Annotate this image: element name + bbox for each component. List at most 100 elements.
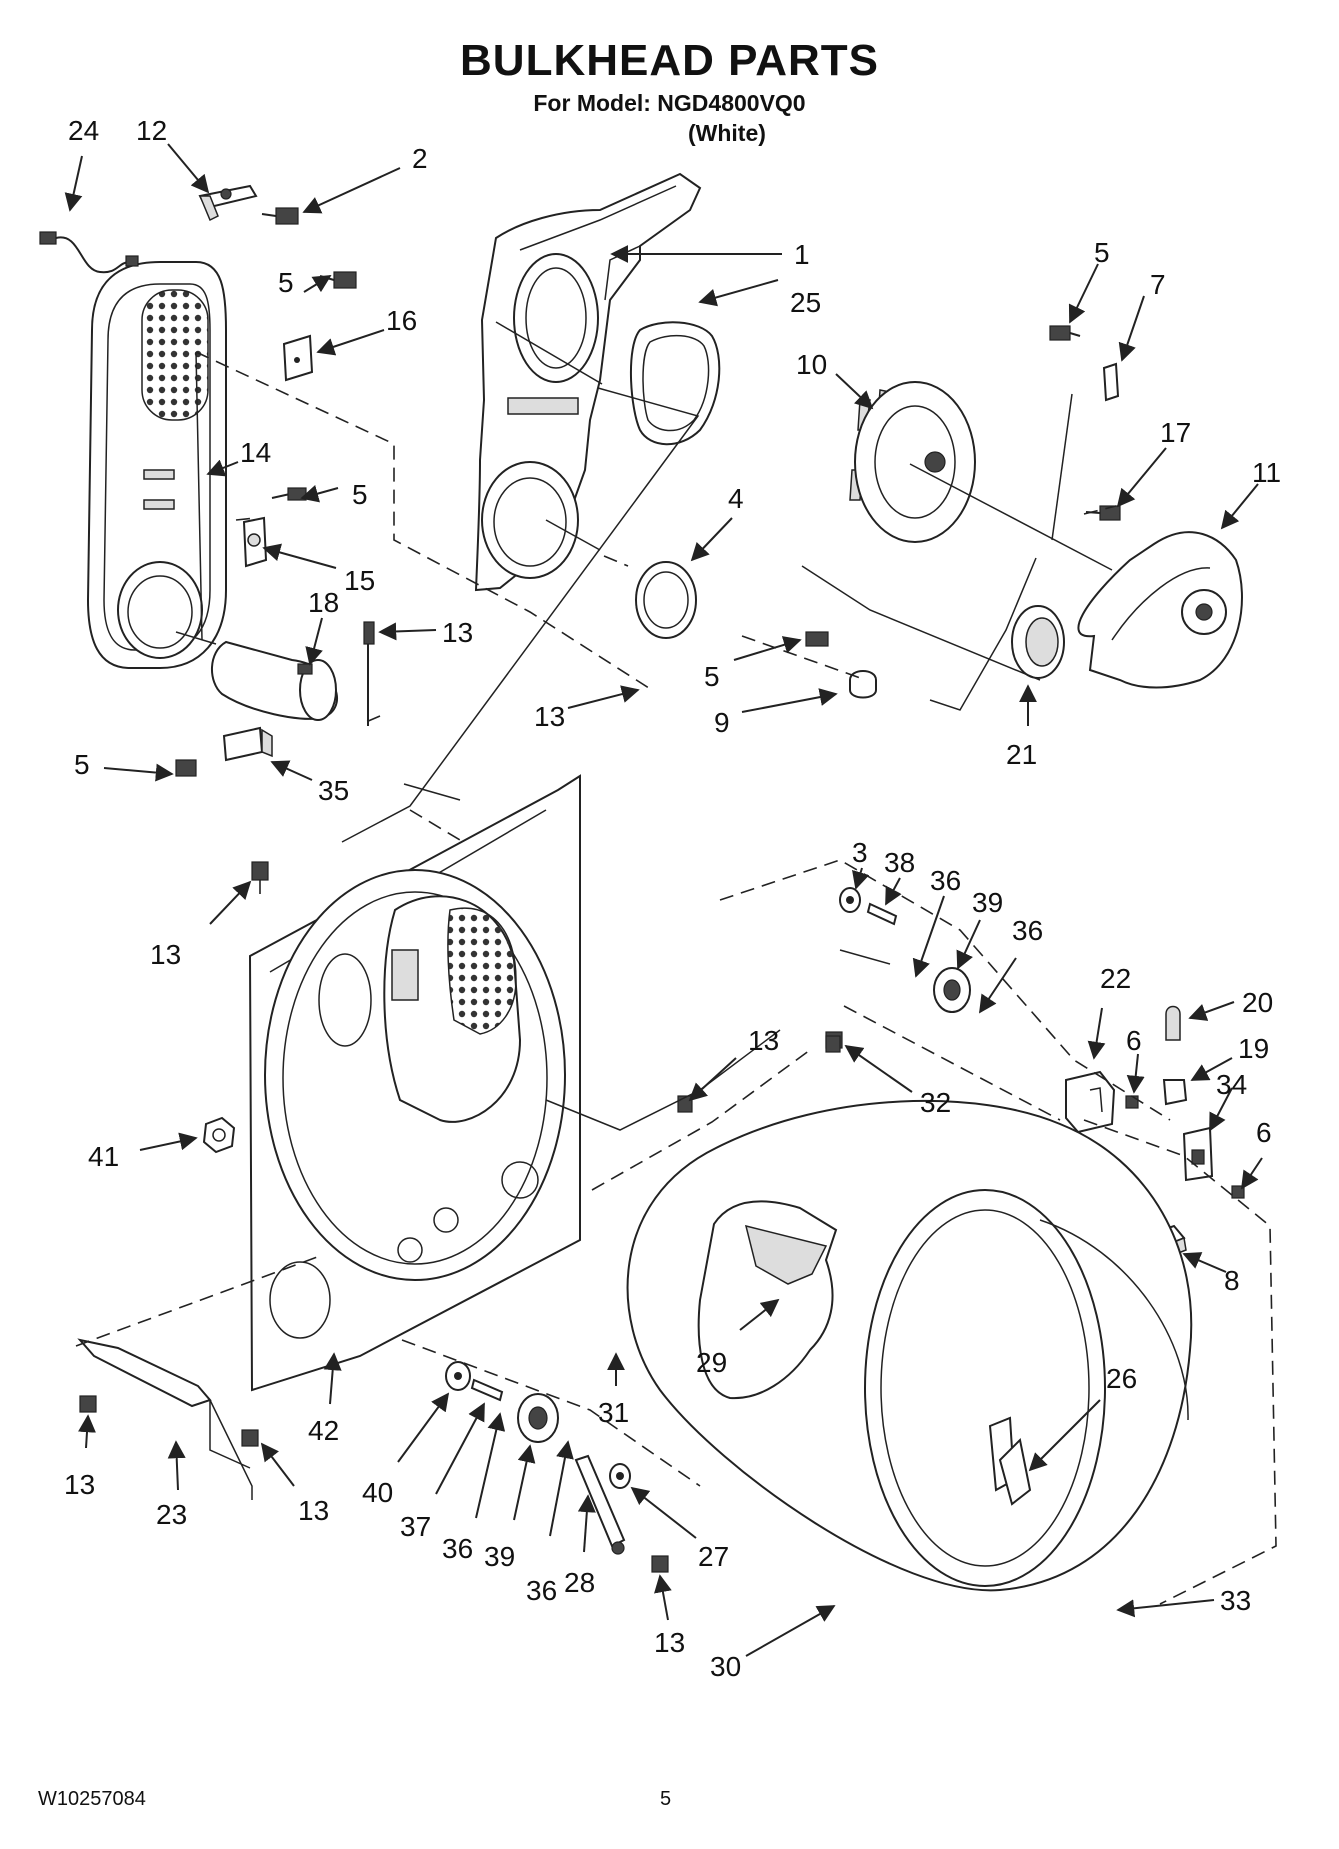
wire-harness-24-part xyxy=(39,231,139,274)
screw-6-part xyxy=(1125,1095,1139,1109)
shaft-38-part xyxy=(866,902,898,926)
callout-4: 4 xyxy=(728,483,744,514)
callout-13-d: 13 xyxy=(748,1025,779,1056)
callout-18: 18 xyxy=(308,587,339,618)
callout-39-b: 39 xyxy=(484,1541,515,1572)
callout-26: 26 xyxy=(1106,1363,1137,1394)
washer-3-part xyxy=(839,887,861,913)
alignment-dashed-lines xyxy=(75,351,1277,1605)
seal-25-part xyxy=(629,321,721,446)
screw-13-mid-part xyxy=(677,1095,693,1113)
callout-31: 31 xyxy=(598,1397,629,1428)
assembly-lines xyxy=(175,321,1113,1469)
callout-7: 7 xyxy=(1150,269,1166,300)
callout-9: 9 xyxy=(714,707,730,738)
page-title: BULKHEAD PARTS xyxy=(460,36,879,85)
callout-13-c: 13 xyxy=(150,939,181,970)
color-line: (White) xyxy=(688,120,766,146)
callout-13-a: 13 xyxy=(442,617,473,648)
document-number: W10257084 xyxy=(38,1788,146,1810)
thermostat-9-part xyxy=(805,631,877,699)
socket-19-part xyxy=(1162,1079,1188,1106)
callout-6-a: 6 xyxy=(1126,1025,1142,1056)
front-bulkhead-42-part xyxy=(248,774,581,1392)
callout-36-d: 36 xyxy=(526,1575,557,1606)
callout-41: 41 xyxy=(88,1141,119,1172)
screw-6b-part xyxy=(1231,1185,1245,1199)
callout-5-right: 5 xyxy=(1094,237,1110,268)
callout-5-top: 5 xyxy=(278,267,294,298)
callout-24: 24 xyxy=(68,115,99,146)
roller-39-bottom-part xyxy=(517,1393,559,1443)
callout-40: 40 xyxy=(362,1477,393,1508)
callout-23: 23 xyxy=(156,1499,187,1530)
roller-shaft-28-part xyxy=(574,1454,626,1555)
sensor-12-part xyxy=(198,184,258,222)
callout-15: 15 xyxy=(344,565,375,596)
callout-25: 25 xyxy=(790,287,821,318)
plate-34-part xyxy=(1182,1126,1214,1182)
blower-wheel-10-part xyxy=(849,381,976,543)
callout-34: 34 xyxy=(1216,1069,1247,1100)
nut-41-part xyxy=(202,1116,236,1154)
callout-42: 42 xyxy=(308,1415,339,1446)
callouts: 24 12 2 1 25 5 16 14 5 15 18 13 13 5 35 … xyxy=(64,115,1281,1682)
washer-27-part xyxy=(609,1463,631,1489)
bulkhead-1-part xyxy=(474,172,702,592)
page-number: 5 xyxy=(660,1788,672,1810)
callout-14: 14 xyxy=(240,437,271,468)
panel-14-part xyxy=(86,261,227,669)
callout-37: 37 xyxy=(400,1511,431,1542)
blower-housing-11-part xyxy=(1077,531,1243,689)
callout-21: 21 xyxy=(1006,739,1037,770)
callout-36-a: 36 xyxy=(930,865,961,896)
seal-4-part xyxy=(635,561,697,639)
screw-17-part xyxy=(1085,505,1121,521)
callout-5-mid: 5 xyxy=(352,479,368,510)
callout-27: 27 xyxy=(698,1541,729,1572)
callout-10: 10 xyxy=(796,349,827,380)
shaft-37-part xyxy=(470,1378,504,1402)
callout-12: 12 xyxy=(136,115,167,146)
switch-35-part xyxy=(175,726,273,777)
callout-5-lower: 5 xyxy=(704,661,720,692)
callout-3: 3 xyxy=(852,837,868,868)
drum-30-part xyxy=(626,1099,1193,1592)
duct-18-part xyxy=(210,621,375,726)
callout-28: 28 xyxy=(564,1567,595,1598)
clip-15-part xyxy=(242,487,307,568)
bracket-23-part xyxy=(77,1338,259,1500)
roller-39-top-part xyxy=(933,967,971,1013)
callout-36-b: 36 xyxy=(1012,915,1043,946)
screw-2-part xyxy=(261,207,299,225)
model-line: For Model: NGD4800VQ0 xyxy=(533,90,806,116)
callout-13-e: 13 xyxy=(64,1469,95,1500)
callout-38: 38 xyxy=(884,847,915,878)
callout-5-left: 5 xyxy=(74,749,90,780)
callout-13-b: 13 xyxy=(534,701,565,732)
callout-11: 11 xyxy=(1252,457,1281,488)
callout-30: 30 xyxy=(710,1651,741,1682)
callout-2: 2 xyxy=(412,143,428,174)
callout-16: 16 xyxy=(386,305,417,336)
callout-13-f: 13 xyxy=(298,1495,329,1526)
callout-39-a: 39 xyxy=(972,887,1003,918)
callout-35: 35 xyxy=(318,775,349,806)
lamp-20-part xyxy=(1165,1005,1181,1041)
callout-32: 32 xyxy=(920,1087,951,1118)
baffle-26-part xyxy=(998,1437,1032,1506)
callout-6-b: 6 xyxy=(1256,1117,1272,1148)
callout-19: 19 xyxy=(1238,1033,1269,1064)
bracket-22-part xyxy=(1065,1070,1116,1134)
callout-29: 29 xyxy=(696,1347,727,1378)
callout-20: 20 xyxy=(1242,987,1273,1018)
screw-13-bottom-part xyxy=(651,1555,669,1573)
callout-8: 8 xyxy=(1224,1265,1240,1296)
callout-22: 22 xyxy=(1100,963,1131,994)
callout-33: 33 xyxy=(1220,1585,1251,1616)
screw-5-top-right-part xyxy=(1049,325,1081,341)
screw-32-part xyxy=(825,1035,841,1053)
callout-13-g: 13 xyxy=(654,1627,685,1658)
bearing-21-part xyxy=(1011,605,1065,679)
